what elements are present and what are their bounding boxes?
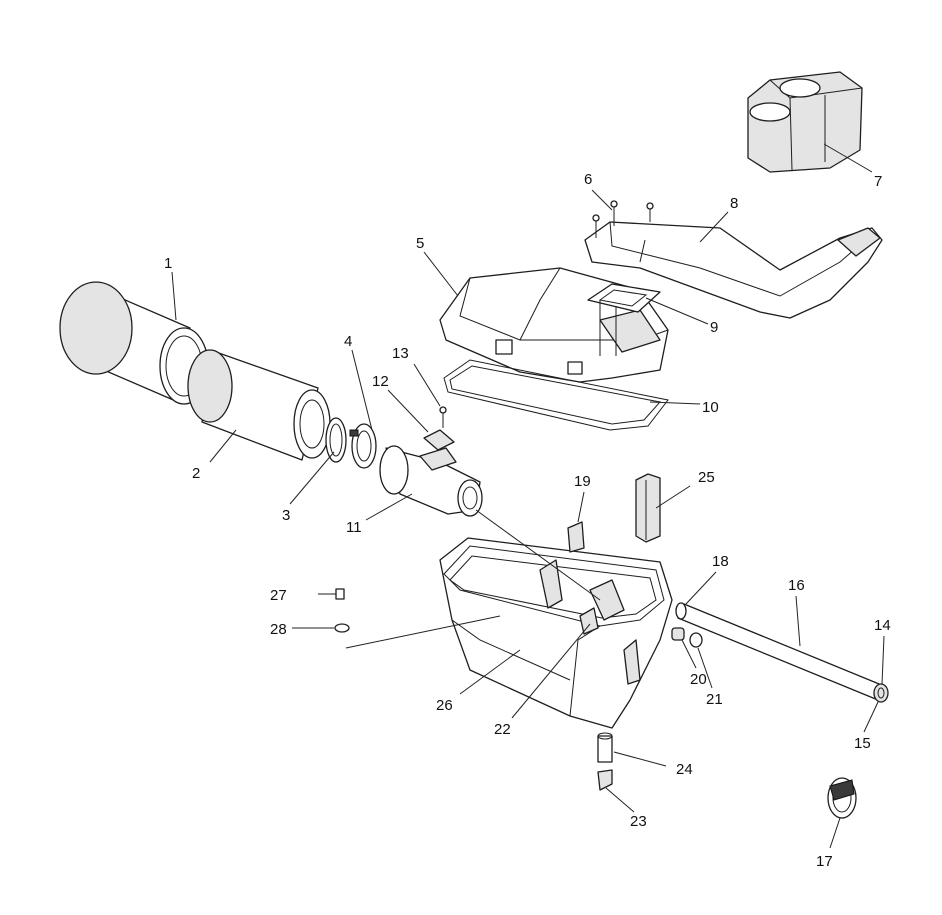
callout-21: 21 <box>706 691 723 708</box>
part-16-drain-tube <box>675 602 885 701</box>
callout-14: 14 <box>874 617 891 634</box>
callout-23: 23 <box>630 813 647 830</box>
part-9-duct-gasket <box>587 283 661 356</box>
part-22-clip <box>579 607 599 635</box>
callout-15: 15 <box>854 735 871 752</box>
part-1-prefilter-sleeve <box>59 281 209 405</box>
part-3-clamp <box>325 417 347 463</box>
part-24-drain-stem <box>597 732 613 763</box>
part-21-cap <box>689 632 703 648</box>
callout-24: 24 <box>676 761 693 778</box>
callout-1: 1 <box>164 255 172 272</box>
part-4-coupler <box>349 423 377 469</box>
leader-lines <box>171 143 885 849</box>
part-27-screw <box>318 588 345 600</box>
callout-17: 17 <box>816 853 833 870</box>
callout-22: 22 <box>494 721 511 738</box>
callout-16: 16 <box>788 577 805 594</box>
callout-10: 10 <box>702 399 719 416</box>
part-13-screw <box>439 406 447 428</box>
part-20-fitting <box>671 627 685 641</box>
part-14-15-tube-end <box>873 683 889 703</box>
callout-11: 11 <box>346 519 362 536</box>
callout-labels: 1 2 3 4 5 6 7 8 9 10 11 12 13 14 15 16 1… <box>164 171 891 870</box>
callout-19: 19 <box>574 473 591 490</box>
part-23-valve <box>597 769 613 791</box>
callout-25: 25 <box>698 469 715 486</box>
part-7-foam-block <box>747 71 863 173</box>
callout-8: 8 <box>730 195 738 212</box>
part-12-sensor <box>423 429 455 451</box>
callout-6: 6 <box>584 171 592 188</box>
part-25-foam-plug <box>635 473 661 543</box>
callout-2: 2 <box>192 465 200 482</box>
part-19-clip <box>567 521 585 553</box>
callout-9: 9 <box>710 319 718 336</box>
part-2-air-filter <box>187 349 331 461</box>
callout-27: 27 <box>270 587 287 604</box>
callout-13: 13 <box>392 345 409 362</box>
part-8-intake-duct <box>584 221 883 319</box>
callout-26: 26 <box>436 697 453 714</box>
part-11-throttle-body <box>379 445 483 517</box>
callout-12: 12 <box>372 373 389 390</box>
callout-5: 5 <box>416 235 424 252</box>
part-28-washer <box>334 623 350 633</box>
part-26-airbox-housing <box>439 537 673 729</box>
part-10-lid-gasket <box>443 359 669 431</box>
callout-28: 28 <box>270 621 287 638</box>
callout-18: 18 <box>712 553 729 570</box>
part-17-hose-clamp <box>827 777 857 819</box>
callout-7: 7 <box>874 173 882 190</box>
part-6-screws <box>592 200 654 238</box>
part-5-airbox-lid <box>439 267 669 383</box>
callout-20: 20 <box>690 671 707 688</box>
callout-4: 4 <box>344 333 352 350</box>
callout-3: 3 <box>282 507 290 524</box>
